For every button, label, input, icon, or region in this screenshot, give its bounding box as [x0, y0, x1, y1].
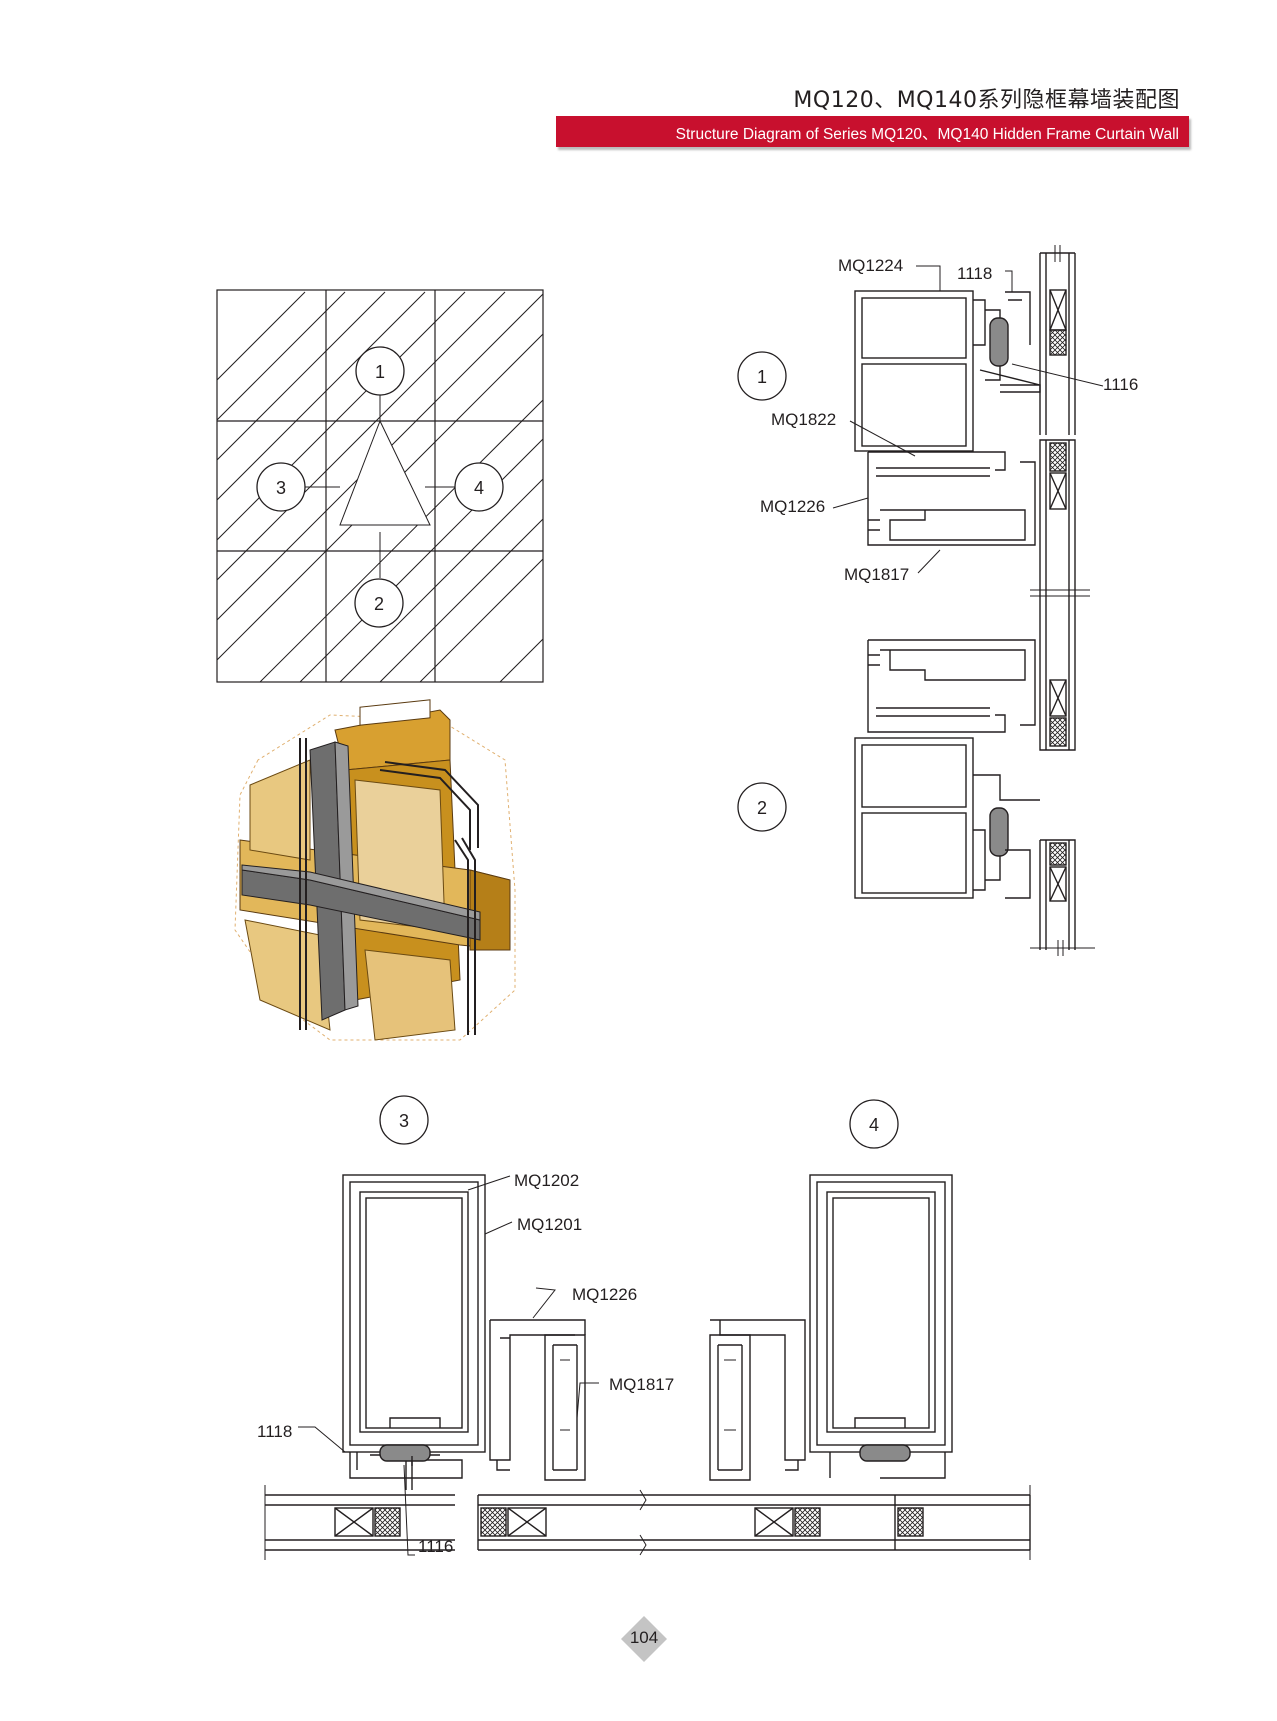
- svg-text:4: 4: [474, 478, 484, 498]
- label-1116-bottom: 1116: [418, 1537, 453, 1556]
- label-mq1202: MQ1202: [514, 1171, 579, 1190]
- vertical-section-drawing: [832, 245, 1104, 956]
- svg-text:2: 2: [374, 594, 384, 614]
- title-banner: Structure Diagram of Series MQ120、MQ140 …: [556, 116, 1189, 147]
- page-number-badge: [621, 1616, 667, 1662]
- label-1116: 1116: [1103, 375, 1138, 394]
- svg-text:3: 3: [276, 478, 286, 498]
- label-mq1224: MQ1224: [838, 256, 903, 275]
- svg-text:1: 1: [757, 367, 767, 387]
- horizontal-section-drawing: [264, 1174, 1031, 1560]
- label-mq1226: MQ1226: [760, 497, 825, 516]
- section-marker-1: 1: [737, 351, 787, 401]
- elevation-marker-1: 1: [355, 346, 405, 396]
- section-marker-2: 2: [737, 782, 787, 832]
- label-1118-bottom: 1118: [257, 1422, 292, 1441]
- label-mq1226-bottom: MQ1226: [572, 1285, 637, 1304]
- page-number: 104: [629, 1628, 659, 1647]
- section-marker-3: 3: [379, 1095, 429, 1145]
- page-title: MQ120、MQ140系列隐框幕墙装配图: [793, 88, 1180, 113]
- label-mq1817: MQ1817: [844, 565, 909, 584]
- svg-text:3: 3: [399, 1111, 409, 1131]
- label-1118: 1118: [957, 264, 992, 283]
- label-mq1822: MQ1822: [771, 410, 836, 429]
- elevation-marker-3: 3: [256, 462, 306, 512]
- isometric-view-illustration: [234, 699, 516, 1041]
- svg-text:2: 2: [757, 798, 767, 818]
- section-marker-4: 4: [849, 1099, 899, 1149]
- elevation-marker-2: 2: [354, 578, 404, 628]
- svg-text:1: 1: [375, 362, 385, 382]
- page-subtitle: Structure Diagram of Series MQ120、MQ140 …: [675, 126, 1179, 143]
- label-mq1817-bottom: MQ1817: [609, 1375, 674, 1394]
- elevation-view: 1 2 3 4: [216, 289, 544, 683]
- label-mq1201: MQ1201: [517, 1215, 582, 1234]
- svg-text:4: 4: [869, 1115, 879, 1135]
- elevation-marker-4: 4: [454, 462, 504, 512]
